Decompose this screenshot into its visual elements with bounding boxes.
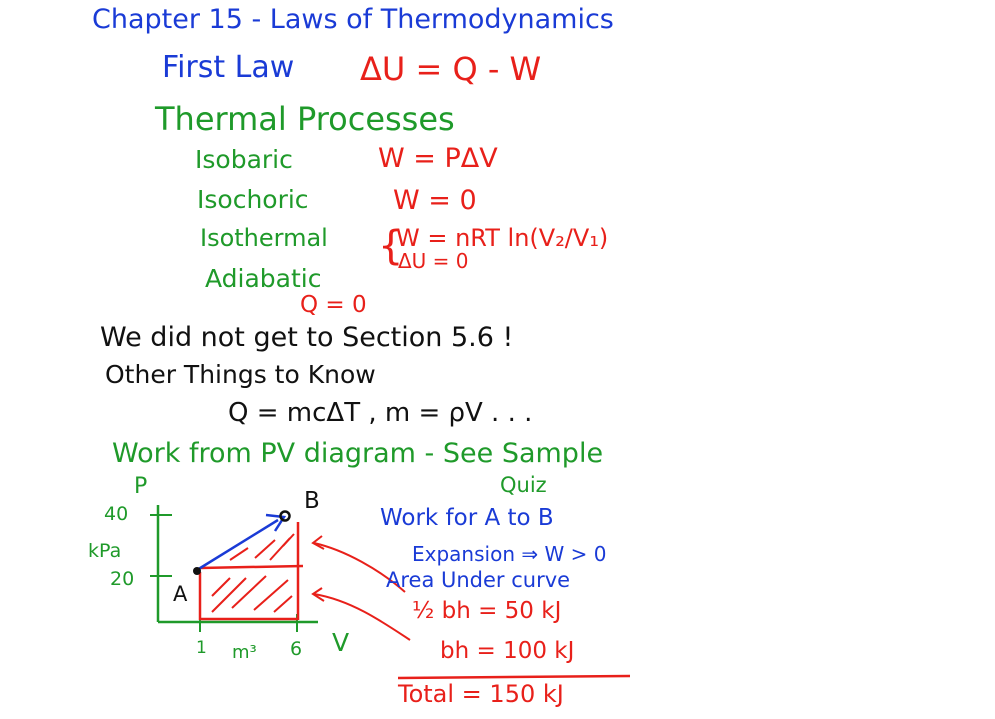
isothermal-brace: { — [378, 223, 404, 269]
triangle-area: ½ bh = 50 kJ — [412, 598, 562, 624]
arrow-head — [265, 513, 287, 532]
process-isochoric: Isochoric — [197, 185, 309, 214]
process-adiabatic: Adiabatic — [205, 264, 322, 293]
x-axis-label: V — [332, 628, 350, 657]
process-isothermal: Isothermal — [200, 224, 328, 252]
x-tick-label-6: 6 — [290, 638, 303, 660]
pointer-arrow-triangle-head — [311, 535, 325, 550]
y-axis-label: P — [134, 474, 148, 499]
isobaric-equation: W = PΔV — [378, 143, 498, 174]
isothermal-delta-u: ΔU = 0 — [398, 249, 469, 273]
quiz-label: Quiz — [500, 473, 547, 497]
rectangle-area: bh = 100 kJ — [440, 638, 575, 664]
rectangle-hatching — [211, 575, 293, 613]
total-underline — [397, 674, 631, 680]
isochoric-equation: W = 0 — [393, 185, 477, 216]
point-a-dot — [193, 567, 201, 575]
point-b-dot — [279, 510, 291, 522]
chapter-title: Chapter 15 - Laws of Thermodynamics — [92, 4, 614, 35]
section-note: We did not get to Section 5.6 ! — [100, 322, 514, 353]
total-work: Total = 150 kJ — [398, 680, 564, 708]
area-under-curve: Area Under curve — [386, 568, 571, 592]
x-unit-label: m³ — [232, 642, 257, 663]
y-tick-label-20: 20 — [110, 568, 135, 590]
pointer-arrow-triangle — [313, 542, 406, 593]
other-equations: Q = mcΔT , m = ρV . . . — [228, 398, 533, 428]
adiabatic-equation: Q = 0 — [300, 292, 367, 318]
x-tick-label-1: 1 — [196, 638, 207, 658]
y-tick-label-40: 40 — [104, 503, 129, 525]
first-law-label: First Law — [162, 50, 295, 85]
process-arrow — [196, 518, 279, 572]
point-a-label: A — [173, 582, 188, 606]
isothermal-equation: W = nRT ln(V₂/V₁) — [396, 224, 609, 252]
area-divider — [199, 564, 304, 570]
first-law-equation: ΔU = Q - W — [360, 50, 542, 88]
triangle-hatching — [229, 533, 295, 561]
pointer-arrow-rectangle — [313, 593, 411, 641]
thermal-processes-heading: Thermal Processes — [155, 100, 455, 138]
point-b-label: B — [304, 488, 320, 514]
pointer-arrow-rectangle-head — [311, 587, 325, 602]
work-title: Work for A to B — [380, 505, 554, 531]
other-things-heading: Other Things to Know — [105, 360, 376, 389]
y-unit-label: kPa — [88, 540, 122, 562]
process-isobaric: Isobaric — [195, 145, 293, 174]
expansion-note: Expansion ⇒ W > 0 — [412, 542, 607, 566]
work-pv-heading: Work from PV diagram - See Sample — [112, 438, 604, 469]
